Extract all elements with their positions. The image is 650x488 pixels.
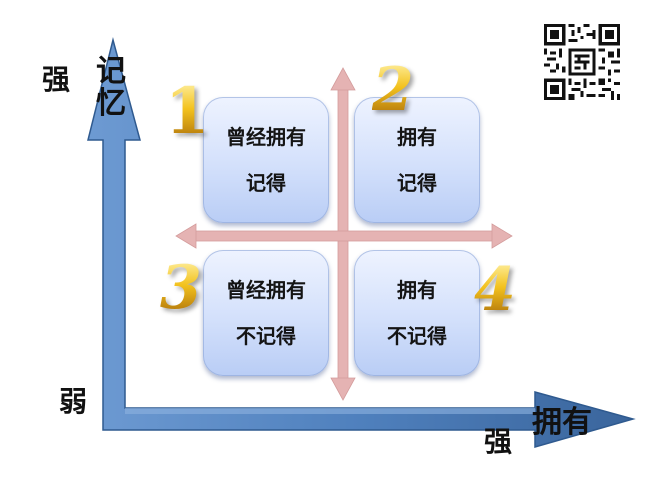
quadrant-1-line1: 曾经拥有: [226, 125, 306, 149]
quadrant-2-number: 2: [372, 55, 414, 125]
quadrant-4-number: 4: [474, 255, 516, 325]
y-axis-strong-label: 强: [42, 63, 71, 96]
x-axis-label: 拥有: [532, 405, 592, 440]
cross-arrows: [175, 67, 513, 401]
quadrant-2: 拥有 记得: [354, 97, 480, 223]
quadrant-2-line1: 拥有: [397, 125, 437, 149]
quadrant-3-line2: 不记得: [236, 324, 296, 348]
quadrant-1-number: 1: [165, 74, 210, 149]
quadrant-3: 曾经拥有 不记得: [203, 250, 329, 376]
x-axis-highlight: [125, 408, 535, 414]
quadrant-3-number: 3: [160, 253, 202, 323]
x-axis-strong-label: 强: [484, 425, 513, 458]
quadrant-4-line1: 拥有: [397, 278, 437, 302]
qr-code-icon: [544, 24, 620, 100]
quadrant-1-line2: 记得: [246, 171, 286, 195]
quadrant-2-line2: 记得: [397, 171, 437, 195]
y-axis-label: 记忆: [96, 54, 126, 121]
quadrant-3-line1: 曾经拥有: [226, 278, 306, 302]
quadrant-1: 曾经拥有 记得: [203, 97, 329, 223]
quadrant-4-line2: 不记得: [387, 324, 447, 348]
quadrant-4: 拥有 不记得: [354, 250, 480, 376]
y-axis-weak-label: 弱: [59, 385, 88, 418]
